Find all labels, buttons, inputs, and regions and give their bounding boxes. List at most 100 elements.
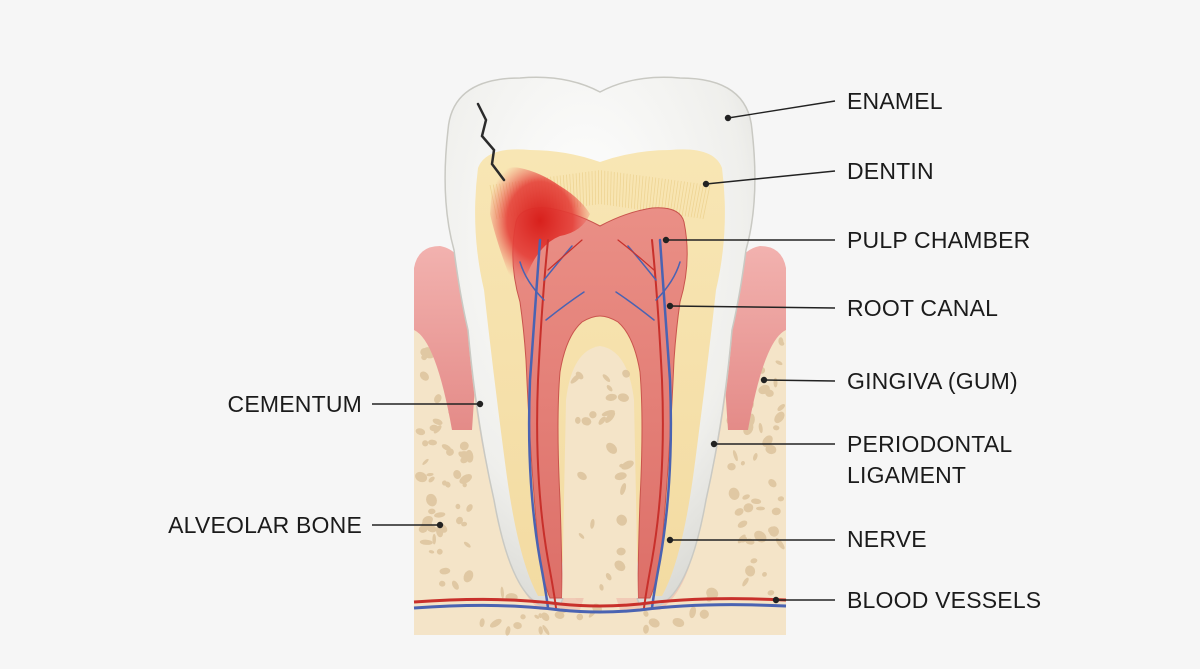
dentin-tubule — [678, 181, 685, 216]
bone-pore — [538, 613, 543, 618]
label-nerve: NERVE — [847, 526, 927, 552]
bone-pore — [777, 404, 786, 411]
bone-pore — [601, 410, 615, 417]
bone-pore — [616, 547, 626, 556]
bone-pore — [750, 558, 758, 564]
dentin-tubule — [657, 178, 663, 213]
label-enamel: ENAMEL — [847, 88, 943, 114]
dentin-tubule — [616, 172, 618, 207]
dentin-tubule — [645, 176, 650, 211]
bone-pore — [778, 337, 784, 346]
dentin-tubule — [684, 182, 692, 217]
bone-pore — [419, 371, 429, 381]
bone-pore — [598, 416, 606, 425]
label-dentin: DENTIN — [847, 158, 934, 184]
dentin-tubule — [666, 179, 673, 214]
bone-pore — [589, 411, 597, 419]
bone-pore — [706, 587, 719, 599]
bone-pore — [439, 580, 446, 587]
dentin-tubule — [585, 171, 587, 207]
dentin-tubule — [699, 184, 708, 219]
dentin-tubule — [625, 173, 628, 208]
dentin-tubule — [669, 180, 676, 215]
dentin-tubule — [613, 171, 615, 207]
bone-pore — [737, 534, 746, 544]
bone-pore — [614, 560, 626, 572]
bone-pore — [466, 504, 473, 512]
bone-pore — [554, 611, 565, 619]
dentin-tubule — [675, 181, 682, 216]
bone-pore — [777, 496, 785, 502]
inter-radicular-bone — [562, 346, 638, 598]
dentin-tubule — [619, 172, 622, 207]
dentin-tubule — [633, 174, 638, 210]
bone-pore — [415, 471, 428, 483]
bone-pore — [734, 508, 744, 516]
bone-pore — [617, 393, 629, 402]
bone-pore — [434, 394, 442, 404]
label-root-canal: ROOT CANAL — [847, 295, 999, 321]
bone-pore — [745, 565, 756, 577]
bone-pore — [575, 371, 584, 380]
bone-pore — [765, 444, 777, 455]
label-periodontal-line2: LIGAMENT — [847, 462, 967, 488]
decay-lesion — [490, 167, 590, 286]
bone-pore — [445, 481, 451, 488]
bone-pore — [436, 525, 444, 538]
bone-pore — [728, 487, 740, 500]
bone-pore — [768, 479, 777, 488]
bone-pore — [758, 384, 770, 395]
bone-pore — [606, 442, 618, 454]
bone-pore — [542, 625, 550, 635]
bone-pore — [461, 521, 468, 527]
bone-pore — [590, 518, 595, 529]
bone-pore — [756, 506, 765, 511]
bone-pore — [489, 618, 502, 628]
bone-pore — [621, 460, 634, 470]
bone-pore — [689, 606, 697, 619]
bone-pore — [432, 533, 436, 545]
dentin-tubule — [702, 184, 711, 220]
bone-pore — [743, 503, 754, 513]
bone-pore — [771, 507, 781, 516]
bone-pore — [602, 374, 611, 382]
bone-pore — [419, 539, 433, 545]
label-pulp-chamber: PULP CHAMBER — [847, 227, 1031, 253]
dentin-tubule — [696, 184, 704, 219]
dentin-tubule — [690, 183, 698, 218]
bone-pore — [643, 624, 649, 634]
bone-pore — [751, 498, 762, 505]
dentin-tubule — [636, 175, 641, 210]
dentin-tubule — [660, 178, 666, 213]
bone-pore — [767, 590, 775, 596]
bone-pore — [459, 474, 472, 484]
bone-pore — [599, 584, 604, 591]
bone-pore — [505, 626, 511, 636]
pulp — [512, 207, 688, 599]
dentin-tubule — [651, 177, 657, 212]
dentin-tubule — [591, 171, 593, 206]
bone-pore — [428, 550, 435, 554]
bone-pore — [462, 482, 467, 488]
bone-pore — [541, 612, 550, 622]
bone-pore — [699, 609, 709, 619]
bone-pore — [436, 548, 443, 555]
dentin-tubule — [672, 180, 679, 215]
dentin-tubule — [642, 176, 647, 211]
bone-pore — [429, 424, 439, 432]
dentin-tubule — [607, 171, 609, 206]
bone-pore — [648, 618, 660, 628]
bone-pore — [577, 471, 587, 481]
bone-pore — [456, 516, 463, 525]
dentin-tubule — [588, 171, 590, 206]
bone-pore — [415, 428, 426, 436]
bone-pore — [643, 610, 649, 617]
label-gingiva: GINGIVA (GUM) — [847, 368, 1018, 394]
bone-pore — [672, 618, 685, 627]
bone-pore — [775, 538, 785, 550]
bone-pore — [500, 586, 504, 599]
dentin-tubule — [578, 172, 581, 207]
dentin-tubule — [654, 177, 660, 213]
bone-pore — [732, 450, 738, 462]
crack-line — [476, 102, 506, 182]
